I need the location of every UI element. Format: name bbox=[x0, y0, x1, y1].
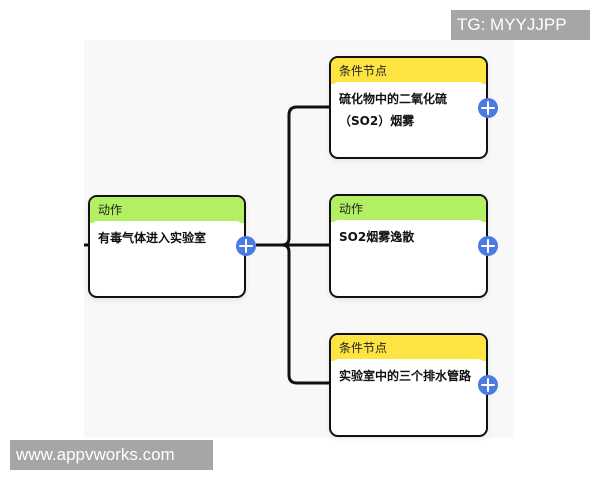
node-header: 动作 bbox=[331, 196, 486, 228]
node-text: SO2烟雾逸散 bbox=[339, 230, 415, 244]
watermark-bottom-left: www.appvworks.com bbox=[10, 440, 213, 470]
add-node-button[interactable] bbox=[478, 236, 498, 256]
node-text: 有毒气体进入实验室 bbox=[98, 231, 207, 245]
node-text: 硫化物中的二氧化硫 （SO2）烟雾 bbox=[331, 84, 486, 132]
node-text: 实验室中的三个排水管路 bbox=[339, 369, 472, 383]
node-header: 动作 bbox=[90, 197, 244, 229]
node-header: 条件节点 bbox=[331, 335, 486, 367]
plus-icon bbox=[481, 378, 495, 392]
node-text-line: 硫化物中的二氧化硫 bbox=[339, 92, 448, 106]
condition-node-drain-pipes[interactable]: 条件节点 实验室中的三个排水管路 bbox=[329, 333, 498, 437]
add-node-button[interactable] bbox=[478, 98, 498, 118]
action-node-toxic-gas[interactable]: 动作 有毒气体进入实验室 bbox=[88, 195, 256, 298]
plus-icon bbox=[239, 239, 253, 253]
watermark-top-right: TG: MYYJJPP bbox=[451, 10, 590, 40]
plus-icon bbox=[481, 101, 495, 115]
node-text-line: （SO2）烟雾 bbox=[339, 114, 415, 128]
add-node-button[interactable] bbox=[236, 236, 256, 256]
condition-node-so2[interactable]: 条件节点 硫化物中的二氧化硫 （SO2）烟雾 bbox=[329, 56, 498, 159]
plus-icon bbox=[481, 239, 495, 253]
action-node-so2-dispersal[interactable]: 动作 SO2烟雾逸散 bbox=[329, 194, 498, 298]
add-node-button[interactable] bbox=[478, 375, 498, 395]
node-header: 条件节点 bbox=[331, 58, 486, 90]
